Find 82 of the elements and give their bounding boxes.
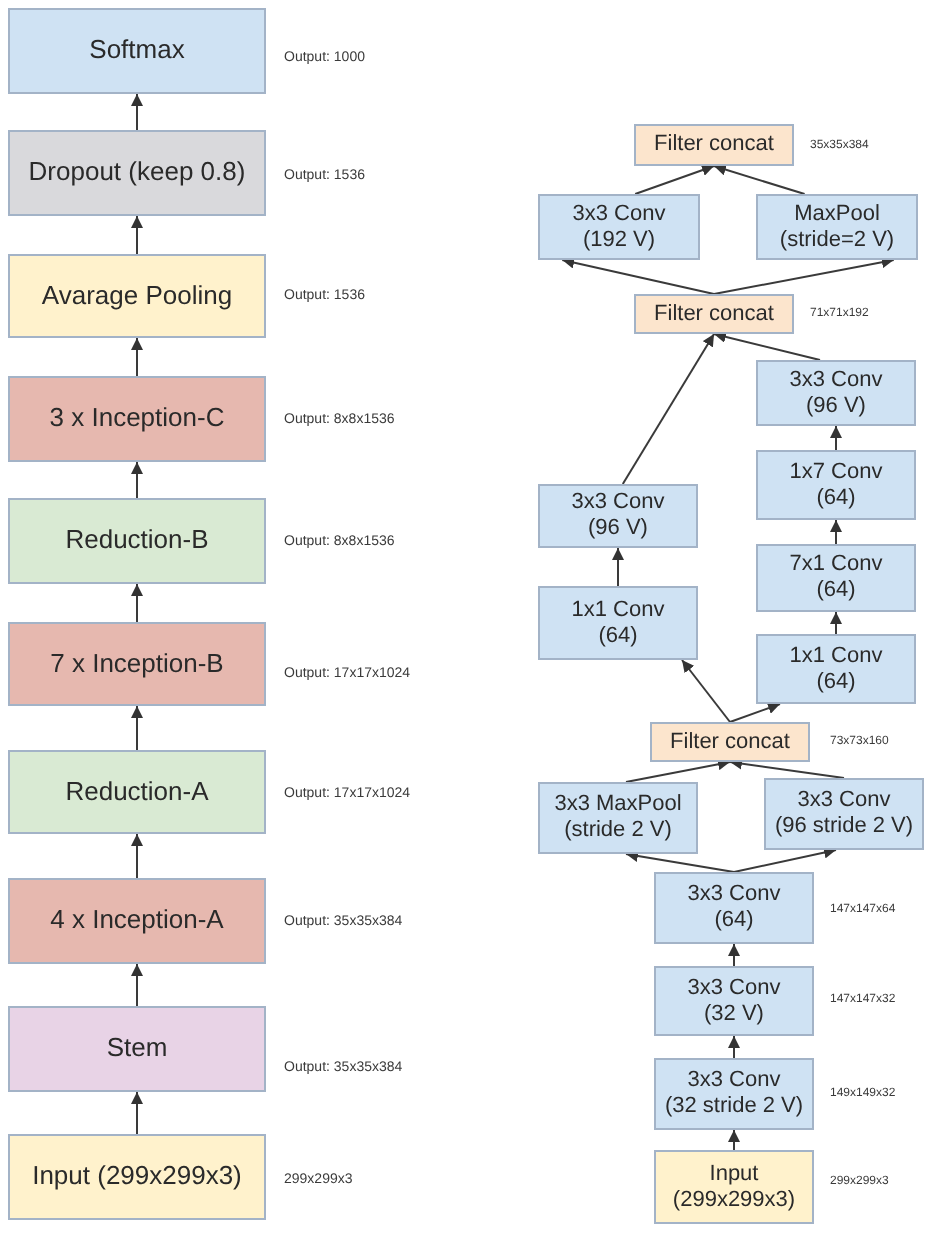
arrow bbox=[625, 850, 735, 873]
arrow bbox=[830, 611, 842, 635]
layer-label: 1x7 Conv (64) bbox=[789, 459, 883, 511]
layer-label: 3x3 Conv (96 V) bbox=[789, 367, 883, 419]
arrow bbox=[131, 705, 143, 751]
arrow bbox=[830, 425, 842, 451]
layer-label: 3x3 Conv (64) bbox=[687, 882, 781, 934]
layer-box bbox=[8, 130, 266, 216]
layer-box bbox=[8, 376, 266, 462]
arrow bbox=[621, 333, 715, 485]
arrow bbox=[634, 164, 715, 195]
layer-box bbox=[634, 294, 794, 334]
arrow bbox=[131, 215, 143, 255]
arrow bbox=[728, 1129, 740, 1151]
layer-box bbox=[634, 124, 794, 166]
layer-box bbox=[8, 254, 266, 338]
arrow bbox=[625, 758, 731, 783]
layer-box bbox=[8, 750, 266, 834]
arrow bbox=[713, 331, 821, 361]
layer-box bbox=[8, 878, 266, 964]
arrow bbox=[729, 702, 781, 723]
layer-box bbox=[8, 498, 266, 584]
layer-label: 3x3 Conv (96 stride 2 V) bbox=[774, 788, 914, 840]
layer-label: 3x3 Conv (32 V) bbox=[687, 975, 781, 1027]
arrow bbox=[131, 583, 143, 623]
layer-box bbox=[8, 622, 266, 706]
arrow bbox=[131, 461, 143, 499]
layer-box bbox=[654, 872, 814, 944]
layer-box bbox=[538, 484, 698, 548]
layer-label: 3x3 Conv (32 stride 2 V) bbox=[664, 1068, 804, 1120]
layer-box bbox=[756, 544, 916, 612]
layer-label: Reduction-B bbox=[65, 526, 209, 556]
layer-label: Input (299x299x3) bbox=[672, 1161, 796, 1213]
layer-label: MaxPool (stride=2 V) bbox=[779, 201, 895, 253]
layer-box bbox=[8, 1006, 266, 1092]
layer-label: Filter concat bbox=[654, 301, 774, 327]
layer-box bbox=[756, 194, 918, 260]
layer-label: Avarage Pooling bbox=[41, 281, 233, 311]
layer-label: 1x1 Conv (64) bbox=[571, 597, 665, 649]
layer-label: Filter concat bbox=[654, 132, 774, 158]
layer-label: Stem bbox=[106, 1034, 168, 1064]
layer-box bbox=[538, 782, 698, 854]
layer-label: Softmax bbox=[89, 36, 185, 66]
layer-box bbox=[654, 1058, 814, 1130]
layer-box bbox=[654, 1150, 814, 1224]
layer-box bbox=[8, 8, 266, 94]
layer-box bbox=[764, 778, 924, 850]
layer-label: Reduction-A bbox=[65, 777, 209, 807]
layer-label: 4 x Inception-A bbox=[50, 906, 224, 936]
layer-label: 7 x Inception-B bbox=[50, 649, 224, 679]
layer-box bbox=[538, 586, 698, 660]
layer-label: 3x3 MaxPool (stride 2 V) bbox=[554, 792, 682, 844]
arrow bbox=[713, 163, 806, 195]
layer-label: 3 x Inception-C bbox=[49, 404, 225, 434]
arrow bbox=[612, 547, 624, 587]
arrow bbox=[830, 519, 842, 545]
layer-box bbox=[538, 194, 700, 260]
arrow bbox=[131, 833, 143, 879]
layer-box bbox=[654, 966, 814, 1036]
layer-box bbox=[756, 450, 916, 520]
arrow bbox=[728, 943, 740, 967]
layer-label: 3x3 Conv (96 V) bbox=[571, 490, 665, 542]
arrow bbox=[733, 846, 837, 873]
arrow bbox=[131, 1091, 143, 1135]
layer-label: Input (299x299x3) bbox=[32, 1162, 242, 1192]
arrow bbox=[131, 337, 143, 377]
layer-box bbox=[756, 360, 916, 426]
layer-box bbox=[756, 634, 916, 704]
arrow bbox=[713, 256, 895, 295]
arrow bbox=[728, 1035, 740, 1059]
arrow bbox=[561, 256, 715, 295]
layer-label: Dropout (keep 0.8) bbox=[28, 158, 246, 188]
layer-label: Filter concat bbox=[670, 729, 790, 755]
layer-label: 7x1 Conv (64) bbox=[789, 552, 883, 604]
layer-label: 1x1 Conv (64) bbox=[789, 643, 883, 695]
arrow bbox=[131, 963, 143, 1007]
arrow bbox=[729, 757, 845, 779]
layer-label: 3x3 Conv (192 V) bbox=[572, 201, 666, 253]
layer-box bbox=[8, 1134, 266, 1220]
layer-box bbox=[650, 722, 810, 762]
arrow bbox=[681, 659, 731, 723]
arrow bbox=[131, 93, 143, 131]
